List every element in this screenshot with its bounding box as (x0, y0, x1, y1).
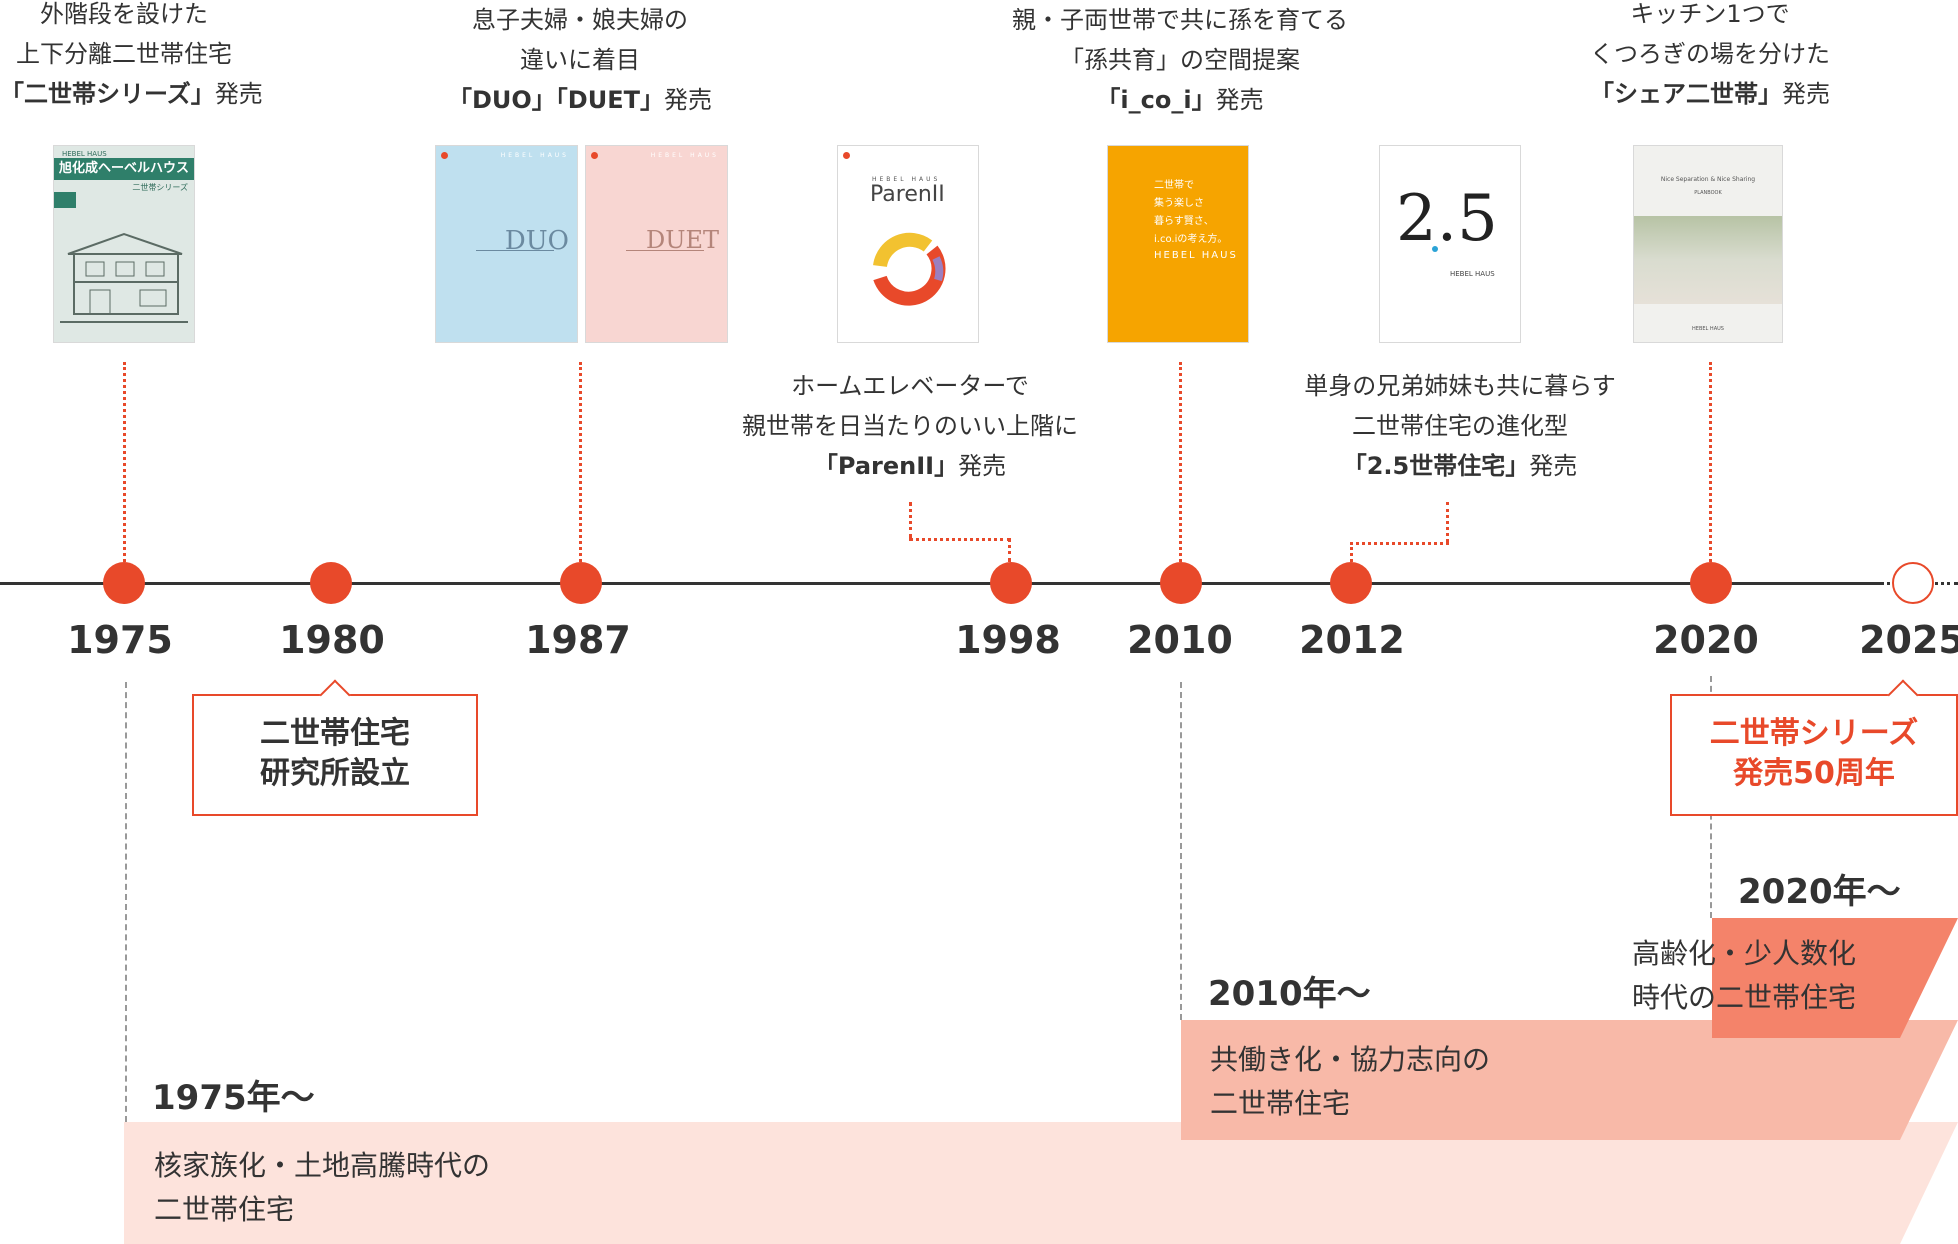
year-label-1980: 1980 (279, 618, 385, 662)
book-icoi-line-3: 暮らす賢さ、 (1154, 216, 1214, 227)
timeline-dot-1975 (103, 562, 145, 604)
timeline-dot-2010 (1160, 562, 1202, 604)
connector-1998-b (909, 538, 1011, 541)
era-line-1975 (125, 682, 127, 1122)
book-paren-brand: HEBEL HAUS (872, 176, 941, 183)
callout-1980-line-2: 研究所設立 (260, 756, 410, 791)
book-share-sub: PLANBOOK (1694, 190, 1722, 196)
band-1975 (124, 1122, 1958, 1244)
book-1975-title: 旭化成ヘーベルハウス (54, 158, 194, 180)
book-2-5-sub: HEBEL HAUS (1450, 270, 1495, 278)
book-icoi-line-2: 集う楽しさ (1154, 198, 1204, 209)
book-duet-brand: HEBEL HAUS (650, 152, 719, 159)
band-2020 (1712, 918, 1958, 1038)
timeline-dot-2020 (1690, 562, 1732, 604)
callout-2025: 二世帯シリーズ 発売50周年 (1670, 679, 1958, 816)
band-2010-line-2: 二世帯住宅 (1210, 1087, 1351, 1120)
book-cover-duet: HEBEL HAUS DUET (586, 146, 727, 342)
connector-2020 (1709, 362, 1712, 562)
book-paren-title: ParenII (870, 182, 945, 207)
timeline-axis (0, 582, 1880, 585)
year-label-1998: 1998 (955, 618, 1061, 662)
book-duo-brand: HEBEL HAUS (500, 152, 569, 159)
band-1975-line-2: 二世帯住宅 (154, 1193, 295, 1226)
band-2020-line-1: 高齢化・少人数化 (1632, 937, 1857, 970)
band-2020-line-2: 時代の二世帯住宅 (1632, 981, 1857, 1014)
book-icoi-brand: HEBEL HAUS (1154, 250, 1238, 261)
callout-1980: 二世帯住宅 研究所設立 (192, 679, 478, 816)
caption-1998: ホームエレベーターで 親世帯を日当たりのいい上階に 「ParenII」発売 (742, 372, 1078, 480)
share-photo (1634, 216, 1782, 304)
book-cover-1975: HEBEL HAUS 旭化成ヘーベルハウス 二世帯シリーズ (54, 146, 194, 342)
connector-2010 (1179, 362, 1182, 562)
book-1975-tag: HEBEL HAUS (62, 150, 107, 158)
era-line-2010 (1180, 682, 1182, 1020)
book-share-title: Nice Separation & Nice Sharing (1660, 176, 1756, 183)
connector-1975 (123, 362, 126, 562)
caption-1975: 外階段を設けた 上下分離二世帯住宅 「二世帯シリーズ」発売 (0, 0, 263, 108)
year-label-1987: 1987 (525, 618, 631, 662)
timeline-dot-1987 (560, 562, 602, 604)
band-year-2010: 2010年～ (1208, 974, 1371, 1014)
year-label-1975: 1975 (67, 618, 173, 662)
connector-1998-c (1008, 538, 1011, 562)
book-duet-title: DUET (646, 226, 719, 254)
band-2010 (1181, 1020, 1958, 1140)
connector-1998-a (909, 502, 912, 538)
year-label-2025: 2025 (1859, 618, 1958, 662)
connector-2012-b (1350, 542, 1449, 545)
connector-2012-a (1446, 502, 1449, 542)
book-cover-share: Nice Separation & Nice Sharing PLANBOOK … (1634, 146, 1782, 342)
caption-2010: 親・子両世帯で共に孫を育てる 「孫共育」の空間提案 「i_co_i」発売 (1012, 6, 1348, 114)
caption-2020: キッチン1つで くつろぎの場を分けた 「シェア二世帯」発売 (1590, 0, 1830, 108)
year-label-2010: 2010 (1127, 618, 1233, 662)
connector-1987 (579, 362, 582, 562)
book-cover-paren: HEBEL HAUS ParenII (838, 146, 978, 342)
book-1975-sub: 二世帯シリーズ (132, 183, 188, 192)
band-year-2020: 2020年～ (1738, 872, 1901, 912)
book-icoi-line-1: 二世帯で (1154, 180, 1194, 191)
callout-2025-line-2: 発売50周年 (1733, 756, 1895, 791)
caption-2012: 単身の兄弟姉妹も共に暮らす 二世帯住宅の進化型 「2.5世帯住宅」発売 (1304, 372, 1616, 480)
timeline-dot-2012 (1330, 562, 1372, 604)
callout-2025-line-1: 二世帯シリーズ (1709, 716, 1919, 751)
year-label-2020: 2020 (1653, 618, 1759, 662)
book-cover-2-5: 2.5 HEBEL HAUS (1380, 146, 1520, 342)
connector-2012-c (1350, 542, 1353, 562)
callout-1980-line-1: 二世帯住宅 (260, 716, 410, 751)
timeline-dot-1998 (990, 562, 1032, 604)
book-icoi-line-4: i.co.iの考え方。 (1154, 234, 1228, 245)
timeline-dot-2025 (1892, 562, 1934, 604)
band-1975-line-1: 核家族化・土地高騰時代の (154, 1149, 491, 1182)
timeline-dot-1980 (310, 562, 352, 604)
year-label-2012: 2012 (1299, 618, 1405, 662)
book-share-brand: HEBEL HAUS (1692, 326, 1724, 332)
book-2-5-title: 2.5 (1396, 182, 1498, 256)
book-cover-icoi: 二世帯で 集う楽しさ 暮らす賢さ、 i.co.iの考え方。 HEBEL HAUS (1108, 146, 1248, 342)
house-illustration (60, 232, 188, 323)
book-cover-duo: HEBEL HAUS DUO (436, 146, 577, 342)
book-duo-title: DUO (504, 226, 569, 256)
paren-ring-graphic (873, 232, 946, 306)
caption-1987: 息子夫婦・娘夫婦の 違いに着目 「DUO」「DUET」発売 (448, 6, 712, 114)
band-year-1975: 1975年～ (152, 1078, 315, 1118)
band-2010-line-1: 共働き化・協力志向の (1210, 1043, 1491, 1076)
